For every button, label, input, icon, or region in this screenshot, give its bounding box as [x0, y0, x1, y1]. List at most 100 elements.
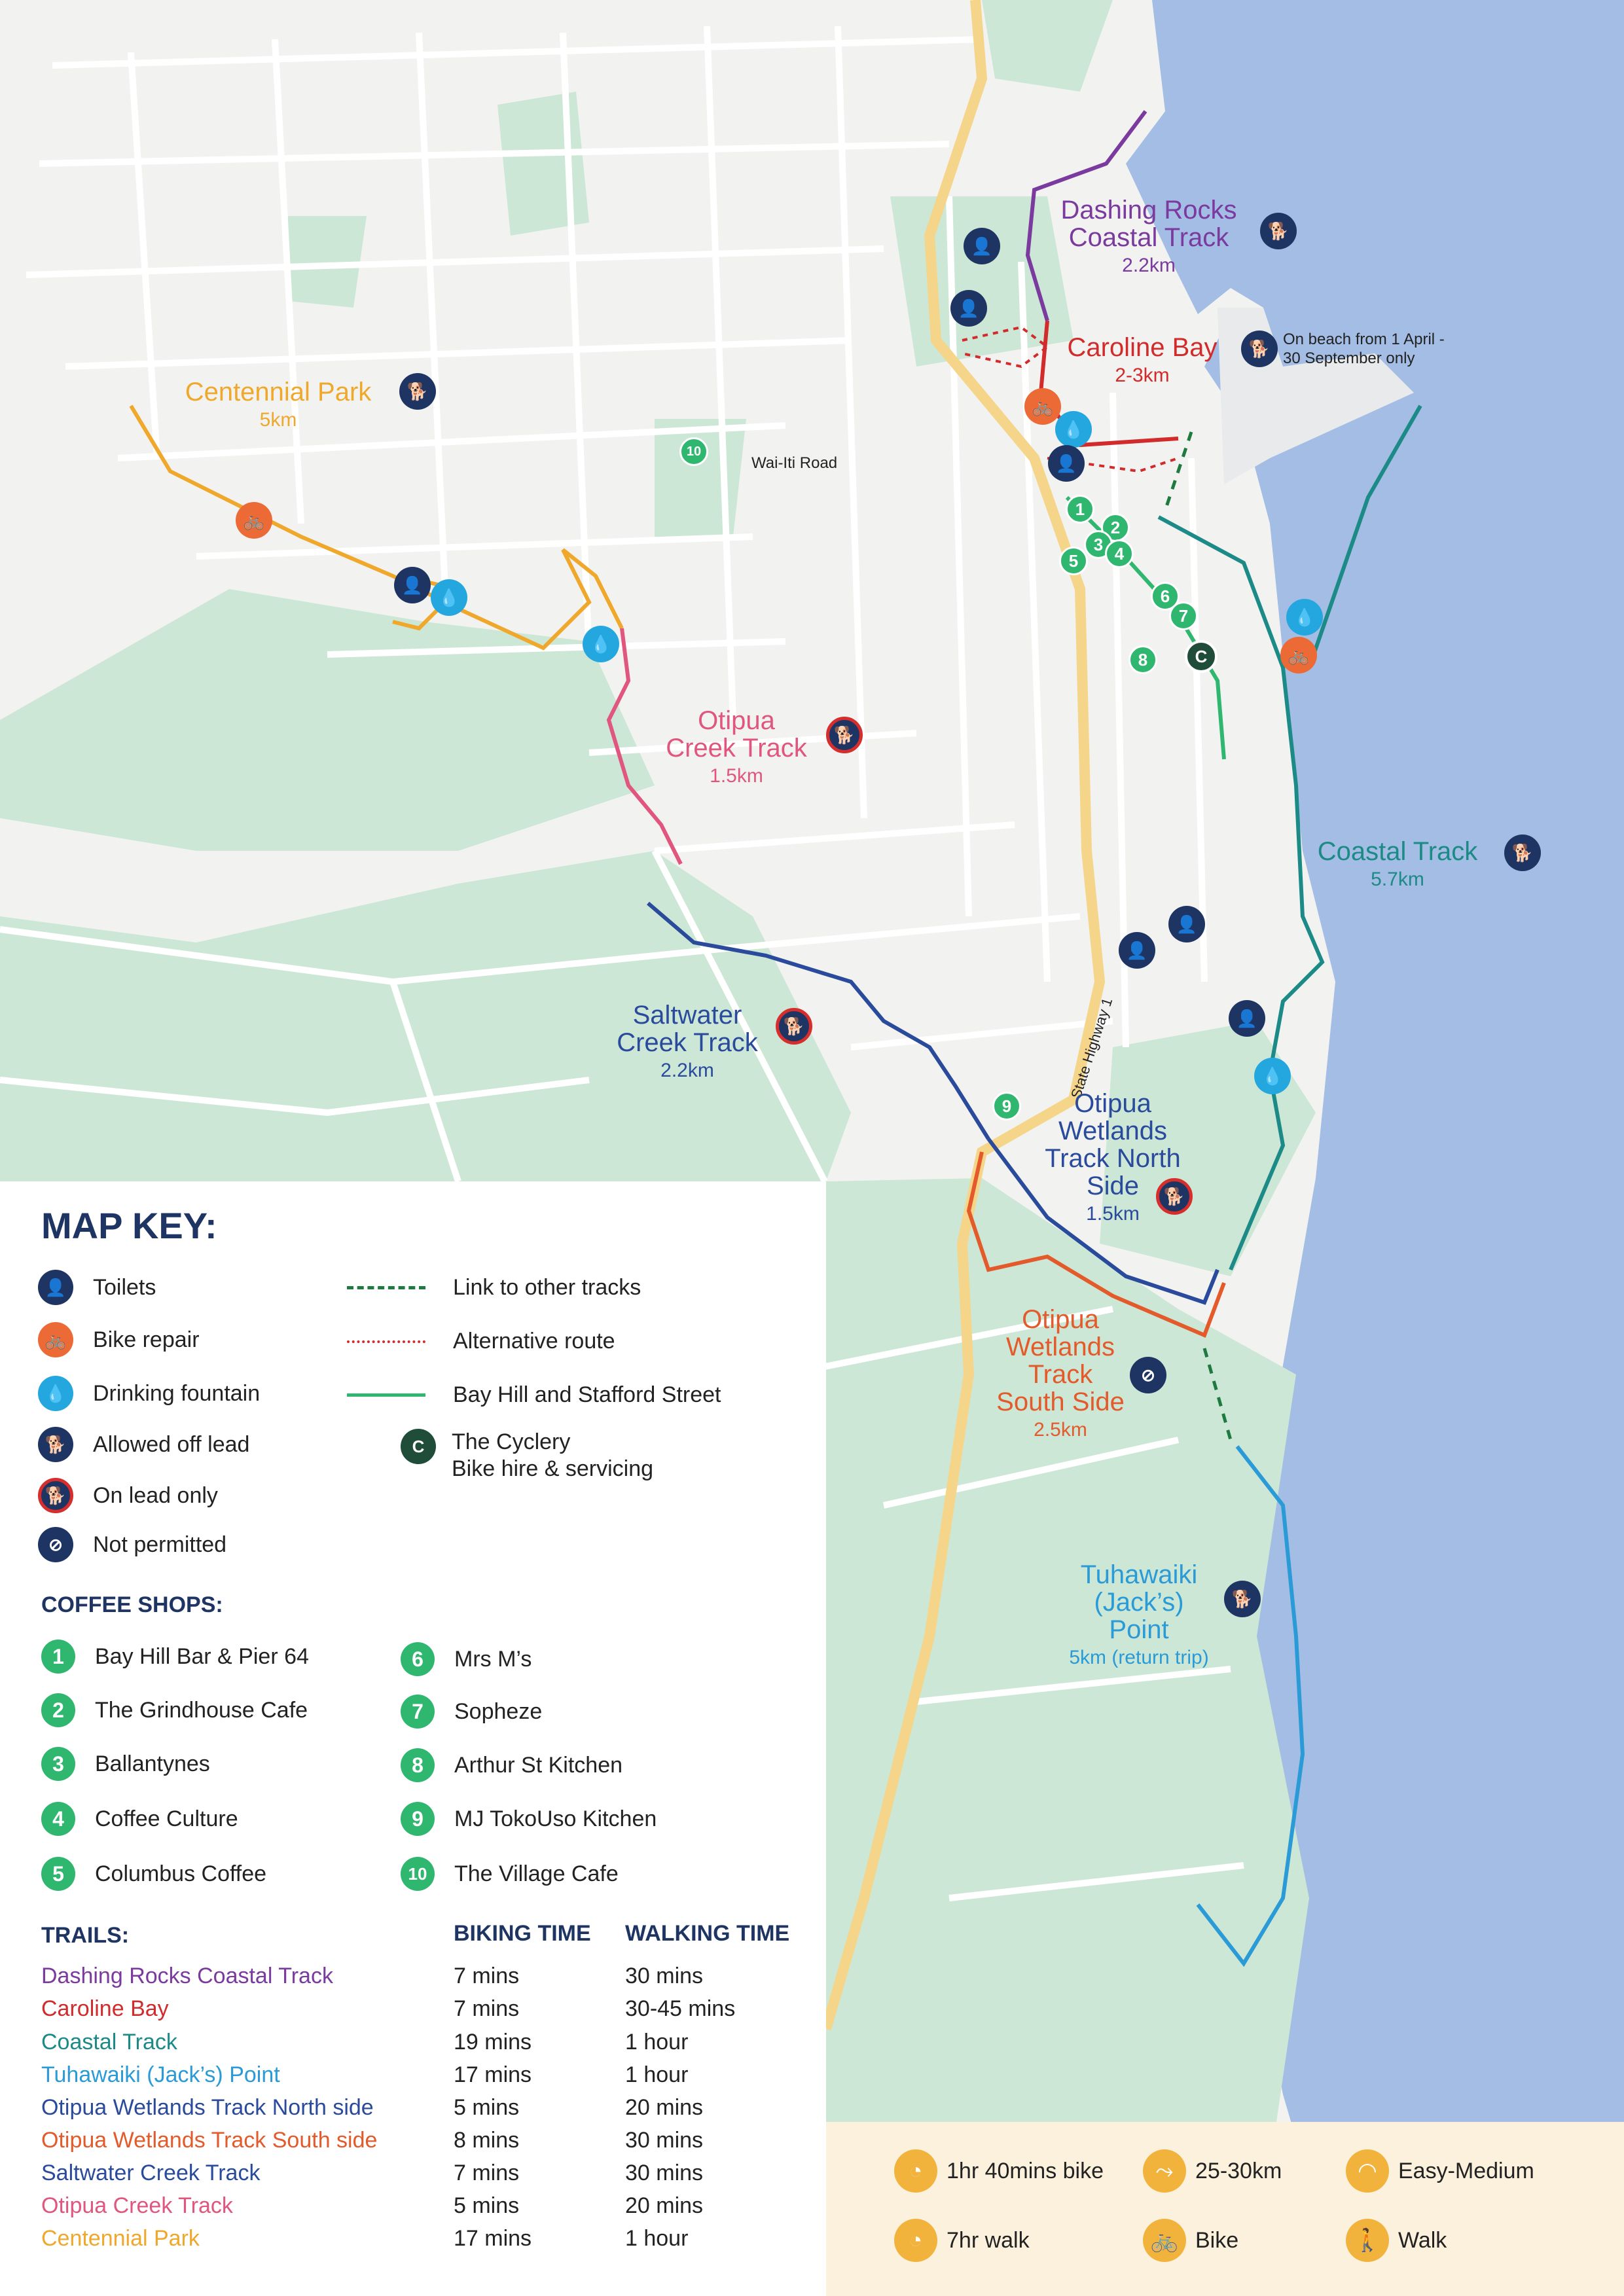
trail-row-bike: 17 mins: [454, 2062, 532, 2087]
coffee-shop-item: 5 Columbus Coffee: [41, 1857, 266, 1891]
summary-walk: 🚶 Walk: [1346, 2219, 1447, 2262]
legend-label: Bike repair: [93, 1327, 200, 1352]
trail-distance: 2-3km: [1115, 365, 1170, 386]
dotted-red-line: [347, 1340, 425, 1343]
biking-time-header: BIKING TIME: [454, 1921, 591, 1946]
trail-label-otipua-south: Otipua Wetlands Track South Side 2.5km: [969, 1306, 1152, 1441]
trail-name: Saltwater Creek Track: [617, 1001, 758, 1057]
trail-distance: 5km: [259, 409, 297, 431]
coffee-number: 8: [401, 1748, 435, 1782]
toilet-icon: 👤: [38, 1270, 73, 1305]
trail-name: Centennial Park: [185, 378, 372, 406]
legend-toilets: 👤 Toilets: [38, 1270, 156, 1305]
cyclery-line2: Bike hire & servicing: [452, 1456, 654, 1481]
coffee-shop-item: 4 Coffee Culture: [41, 1802, 238, 1836]
coffee-name: MJ TokoUso Kitchen: [454, 1806, 657, 1831]
cyclery-marker: C: [401, 1429, 436, 1464]
trail-row-walk: 30-45 mins: [625, 1996, 736, 2021]
coffee-shop-item: 8 Arthur St Kitchen: [401, 1748, 623, 1782]
trail-row-bike: 17 mins: [454, 2226, 532, 2251]
trail-row: Caroline Bay: [41, 1996, 169, 2024]
coffee-name: Sopheze: [454, 1698, 543, 1724]
coffee-name: Coffee Culture: [95, 1806, 238, 1831]
legend-not-permitted: ⊘ Not permitted: [38, 1527, 226, 1562]
bike-repair-icon: 🚲: [1280, 637, 1317, 673]
toilet-icon: 👤: [950, 290, 987, 327]
coffee-marker: 1: [1066, 495, 1094, 524]
trail-row-bike: 7 mins: [454, 1964, 520, 1988]
trail-row-name: Otipua Wetlands Track South side: [41, 2128, 378, 2153]
trail-row: Saltwater Creek Track: [41, 2161, 260, 2188]
summary-difficulty: ◠ Easy-Medium: [1346, 2149, 1534, 2193]
coffee-number: 4: [41, 1802, 75, 1836]
trail-row-name: Saltwater Creek Track: [41, 2161, 261, 2185]
coffee-name: Arthur St Kitchen: [454, 1752, 623, 1778]
legend-label: On lead only: [93, 1482, 218, 1508]
trail-name: Otipua Wetlands Track North Side: [1045, 1089, 1181, 1200]
trail-row-name: Centennial Park: [41, 2226, 200, 2251]
solid-green-line: [347, 1393, 425, 1397]
bike-repair-icon: 🚲: [38, 1322, 73, 1357]
tuhawaiki-trail: [1196, 1445, 1305, 1967]
trail-row-name: Otipua Wetlands Track North side: [41, 2095, 374, 2120]
trail-row-walk: 20 mins: [625, 2095, 704, 2120]
coffee-number: 5: [41, 1857, 75, 1891]
trail-distance: 1.5km: [1086, 1203, 1140, 1225]
coffee-number: 6: [401, 1642, 435, 1676]
trail-row-bike: 5 mins: [454, 2193, 520, 2218]
legend-label: Link to other tracks: [453, 1275, 641, 1300]
trail-label-dashing-rocks: Dashing Rocks Coastal Track 2.2km: [1028, 196, 1270, 276]
coffee-name: Ballantynes: [95, 1751, 210, 1776]
coffee-name: The Village Cafe: [454, 1861, 619, 1886]
dog-lead-icon: 🐕: [1156, 1178, 1193, 1215]
dashed-green-line: [347, 1286, 425, 1289]
trail-label-otipua-north: Otipua Wetlands Track North Side 1.5km: [1021, 1090, 1204, 1225]
trail-row-walk: 1 hour: [625, 2030, 689, 2054]
drinking-fountain-icon: 💧: [1286, 599, 1323, 636]
legend-label: Bay Hill and Stafford Street: [453, 1382, 721, 1407]
legend-cyclery: C The Cyclery Bike hire & servicing: [401, 1429, 653, 1482]
legend-alternative-route: Alternative route: [347, 1329, 615, 1354]
route-summary-panel: ◔ 1hr 40mins bike ⤳ 25-30km ◠ Easy-Mediu…: [826, 2122, 1624, 2296]
trail-distance: 5km (return trip): [1069, 1647, 1209, 1668]
coffee-number: 1: [41, 1640, 75, 1674]
trail-row-walk: 30 mins: [625, 2161, 704, 2185]
otipua-creek-trail: [606, 628, 683, 865]
legend-label: Toilets: [93, 1274, 156, 1300]
legend-on-lead: 🐕 On lead only: [38, 1478, 218, 1513]
walking-time-header: WALKING TIME: [625, 1921, 790, 1946]
trail-name: Tuhawaiki (Jack’s) Point: [1080, 1560, 1198, 1644]
summary-label: 1hr 40mins bike: [947, 2158, 1104, 2183]
summary-label: Walk: [1398, 2227, 1447, 2253]
trail-row-name: Otipua Creek Track: [41, 2193, 233, 2218]
trail-label-centennial-park: Centennial Park 5km: [157, 378, 399, 431]
trail-row-name: Coastal Track: [41, 2030, 177, 2054]
trail-row-name: Tuhawaiki (Jack’s) Point: [41, 2062, 280, 2087]
legend-label: Drinking fountain: [93, 1380, 261, 1406]
coffee-name: Columbus Coffee: [95, 1861, 267, 1886]
walk-icon: 🚶: [1346, 2219, 1389, 2262]
trail-row-walk: 30 mins: [625, 2128, 704, 2153]
road-label-wai-iti: Wai-Iti Road: [751, 454, 838, 472]
coffee-marker: 10: [679, 437, 708, 466]
trail-row-bike: 19 mins: [454, 2030, 532, 2054]
coffee-marker: 4: [1105, 539, 1134, 568]
toilet-icon: 👤: [1168, 906, 1205, 942]
legend-link-tracks: Link to other tracks: [347, 1275, 641, 1300]
toilet-icon: 👤: [1229, 1000, 1265, 1037]
trail-row-bike: 7 mins: [454, 1996, 520, 2021]
coastal-trail: [1157, 404, 1422, 1271]
otipua-south-trail: [966, 1151, 1226, 1338]
beach-note-line1: On beach from 1 April -: [1283, 331, 1445, 348]
trail-row: Otipua Wetlands Track North side: [41, 2095, 374, 2123]
coffee-marker: 9: [992, 1092, 1021, 1121]
coffee-name: Mrs M’s: [454, 1646, 532, 1672]
trail-row: Otipua Wetlands Track South side: [41, 2128, 377, 2155]
dog-lead-icon: 🐕: [38, 1478, 73, 1513]
trail-row: Dashing Rocks Coastal Track: [41, 1964, 333, 1991]
gauge-icon: ◠: [1346, 2149, 1389, 2193]
trail-name: Dashing Rocks Coastal Track: [1060, 196, 1237, 252]
